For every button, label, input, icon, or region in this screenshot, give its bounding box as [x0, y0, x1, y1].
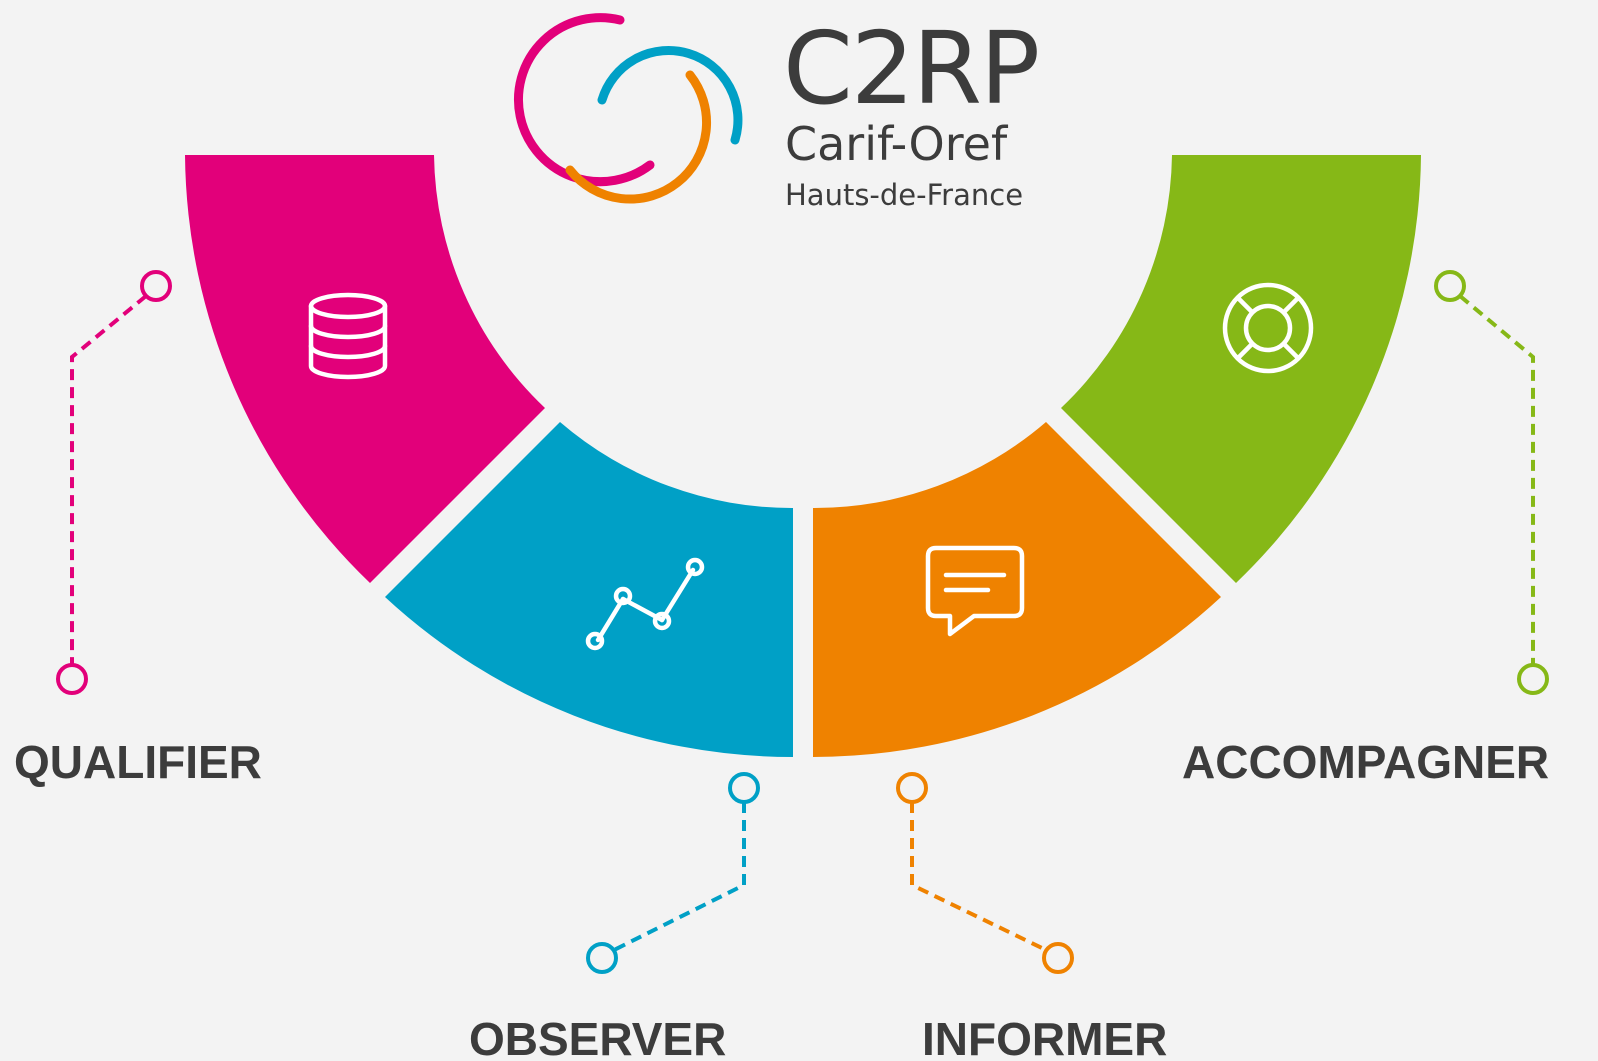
label-informer: INFORMER: [922, 1013, 1167, 1061]
connector-observer: [586, 772, 760, 974]
label-qualifier: QUALIFIER: [14, 736, 262, 788]
connector-accompagner: [1434, 270, 1549, 695]
label-observer: OBSERVER: [469, 1013, 726, 1061]
line-chart-icon: [585, 557, 705, 651]
segment-accompagner: [1061, 155, 1421, 583]
lifebuoy-icon: [1222, 282, 1314, 374]
logo-title: C2RP: [783, 10, 1038, 127]
connector-qualifier: [56, 270, 172, 695]
label-accompagner: ACCOMPAGNER: [1182, 736, 1549, 788]
logo-swirl-icon: [513, 13, 743, 204]
connector-informer: [896, 772, 1074, 974]
segment-qualifier: [185, 155, 545, 583]
database-icon: [308, 292, 388, 380]
speech-bubble-icon: [925, 545, 1025, 637]
logo-region: Hauts-de-France: [785, 178, 1023, 212]
c2rp-logo: C2RP Carif-Oref Hauts-de-France: [513, 10, 1040, 212]
logo-subtitle: Carif-Oref: [785, 117, 1009, 171]
segment-informer: [813, 422, 1221, 757]
segment-observer: [385, 422, 793, 758]
